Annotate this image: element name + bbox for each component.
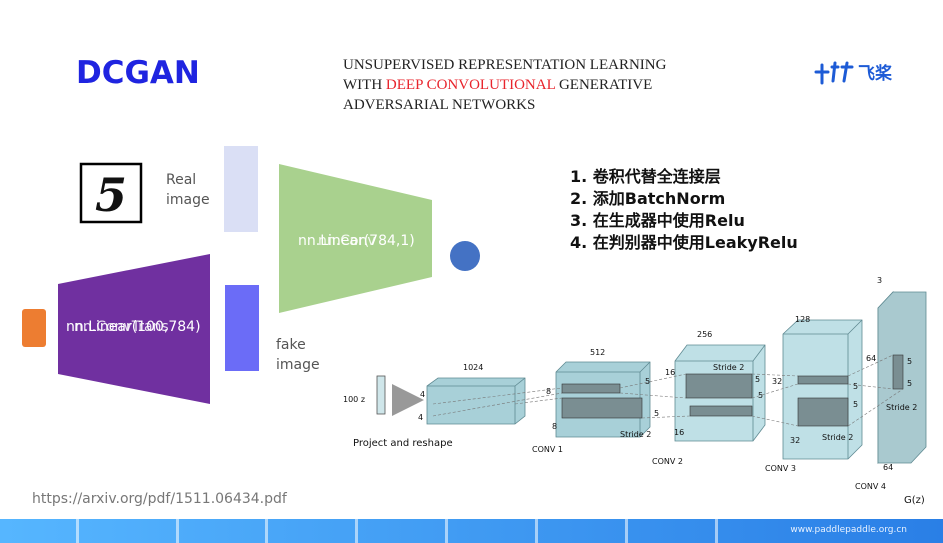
rule-item: 4. 在判别器中使用LeakyRelu: [570, 233, 798, 252]
discriminator-label: nn.Linear(784,1): [298, 233, 415, 249]
footer-url: www.paddlepaddle.org.cn: [790, 525, 907, 535]
rules-list: 1. 卷积代替全连接层 2. 添加BatchNorm 3. 在生成器中使用Rel…: [570, 166, 798, 254]
project-label: Project and reshape: [353, 438, 453, 449]
z-vector: [376, 375, 386, 415]
dim-label: 32: [772, 377, 782, 386]
rule-item: 1. 卷积代替全连接层: [570, 167, 721, 186]
stride-label: Stride 2: [886, 403, 917, 412]
dim-label: 5: [907, 357, 912, 366]
dim-label: 128: [795, 315, 810, 324]
mnist-digit: 5: [95, 168, 127, 222]
kernel-box: [689, 405, 753, 417]
generator-label: nn.Linear(100,784): [66, 319, 201, 335]
stride-label: Stride 2: [822, 433, 853, 442]
stride-label: Stride 2: [713, 363, 744, 372]
real-image-bar: [224, 146, 258, 232]
dim-label: 16: [674, 428, 684, 437]
kernel-box: [797, 397, 849, 427]
paper-title-line3: ADVERSARIAL NETWORKS: [343, 97, 536, 113]
rule-item: 2. 添加BatchNorm: [570, 189, 726, 208]
layer-label: CONV 3: [765, 464, 796, 473]
source-link[interactable]: https://arxiv.org/pdf/1511.06434.pdf: [32, 491, 287, 507]
paper-title-highlight: DEEP CONVOLUTIONAL: [385, 77, 556, 93]
dim-label: 64: [866, 354, 876, 363]
dim-label: 3: [877, 276, 882, 285]
logo-text: 飞桨: [858, 64, 892, 84]
dim-label: 5: [755, 375, 760, 384]
paper-title-line1: UNSUPERVISED REPRESENTATION LEARNING: [343, 57, 667, 73]
paddle-logo-icon: [814, 61, 854, 85]
kernel-box: [561, 383, 621, 394]
dim-label: 5: [853, 400, 858, 409]
dim-label: 8: [546, 387, 551, 396]
dim-label: 4: [420, 390, 425, 399]
page-title: DCGAN: [76, 55, 200, 91]
dim-label: 5: [654, 409, 659, 418]
dim-label: 8: [552, 422, 557, 431]
generator-label-overlap: nn.ConvTrans: [74, 319, 169, 335]
generator-shape: [58, 254, 210, 404]
dim-label: 1024: [463, 363, 483, 372]
connection-lines: [432, 354, 904, 427]
fake-image-label: fake image: [276, 337, 320, 373]
dim-label: 5: [853, 382, 858, 391]
dim-label: 64: [883, 463, 893, 472]
discriminator-label-overlap: nn.Conv: [318, 233, 376, 249]
dim-label: 256: [697, 330, 712, 339]
stride-label: Stride 2: [620, 430, 651, 439]
discriminator-shape: [279, 164, 432, 313]
kernel-box: [561, 397, 643, 419]
kernel-box: [892, 354, 904, 390]
paper-title: UNSUPERVISED REPRESENTATION LEARNING WIT…: [343, 55, 763, 115]
dim-label: 5: [645, 377, 650, 386]
dim-label: 5: [758, 391, 763, 400]
rule-item: 3. 在生成器中使用Relu: [570, 211, 745, 230]
dim-label: 32: [790, 436, 800, 445]
real-image-label: Real image: [166, 172, 210, 208]
dcgan-architecture: 100 z Project and reshape 1024 4 4 512 8…: [343, 276, 927, 506]
footer-bar: [0, 519, 943, 543]
dim-label: 5: [907, 379, 912, 388]
layer-label: CONV 1: [532, 445, 563, 454]
output-label: G(z): [904, 495, 925, 506]
kernel-box: [797, 375, 849, 385]
layer-label: CONV 2: [652, 457, 683, 466]
kernel-box: [685, 373, 753, 399]
dim-label: 512: [590, 348, 605, 357]
mnist-image: [79, 162, 143, 224]
input-label: 100 z: [343, 395, 365, 404]
layer-block-1024: [426, 377, 526, 425]
dim-label: 4: [418, 413, 423, 422]
fake-image-bar: [225, 285, 259, 371]
paper-title-line2: WITH DEEP CONVOLUTIONAL GENERATIVE: [343, 77, 653, 93]
dim-label: 16: [665, 368, 675, 377]
output-circle: [450, 241, 480, 271]
layer-label: CONV 4: [855, 482, 886, 491]
noise-input: [22, 309, 46, 347]
